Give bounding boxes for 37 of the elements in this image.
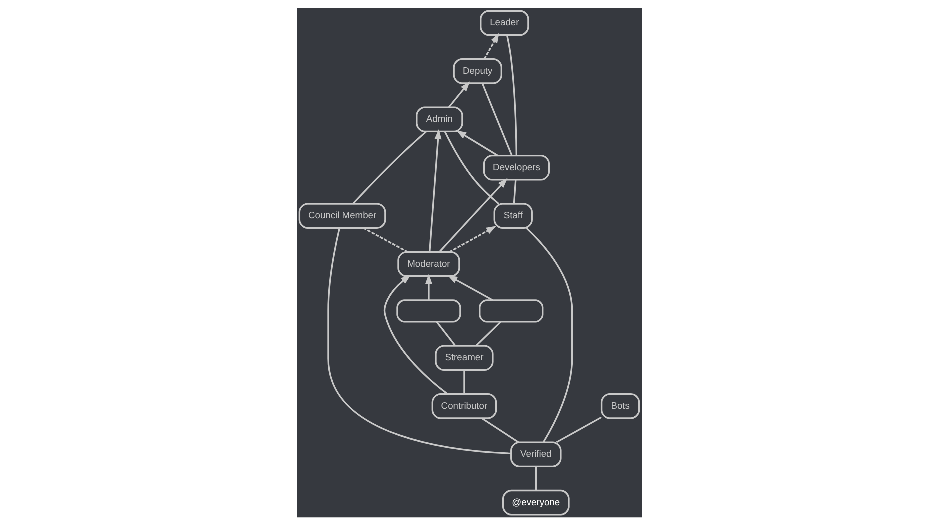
connector <box>513 180 517 204</box>
connector <box>526 228 574 443</box>
connector <box>556 416 602 444</box>
connector <box>482 418 520 444</box>
node-box: Verified <box>510 442 562 468</box>
connector <box>436 321 456 346</box>
connector <box>535 466 537 491</box>
arrow <box>429 129 442 252</box>
connector <box>476 321 502 347</box>
node-box: Council Member <box>298 203 386 229</box>
connector <box>328 228 512 454</box>
arrow <box>384 274 448 395</box>
arrow <box>438 178 508 253</box>
node-box: Deputy <box>453 58 502 84</box>
node-box: Leader <box>480 10 530 36</box>
node-box: Contributor <box>432 393 498 420</box>
connector <box>444 131 500 205</box>
node-box <box>396 300 462 323</box>
node-box: Staff <box>494 203 533 229</box>
connector <box>352 131 428 205</box>
arrow <box>425 274 432 300</box>
arrow <box>448 275 494 302</box>
arrow <box>484 33 500 60</box>
arrow <box>449 226 497 253</box>
arrow <box>456 130 498 156</box>
node-box <box>479 300 544 323</box>
node-box: Developers <box>483 154 550 181</box>
node-box: Moderator <box>398 251 460 278</box>
arrow <box>448 82 470 108</box>
connector <box>464 370 466 394</box>
node-box: @everyone <box>502 490 570 516</box>
node-box: Admin <box>416 106 464 133</box>
connector <box>363 228 408 253</box>
node-box: Streamer <box>435 345 494 372</box>
connector <box>482 83 513 156</box>
node-box: Bots <box>600 393 640 420</box>
connector <box>506 35 518 156</box>
